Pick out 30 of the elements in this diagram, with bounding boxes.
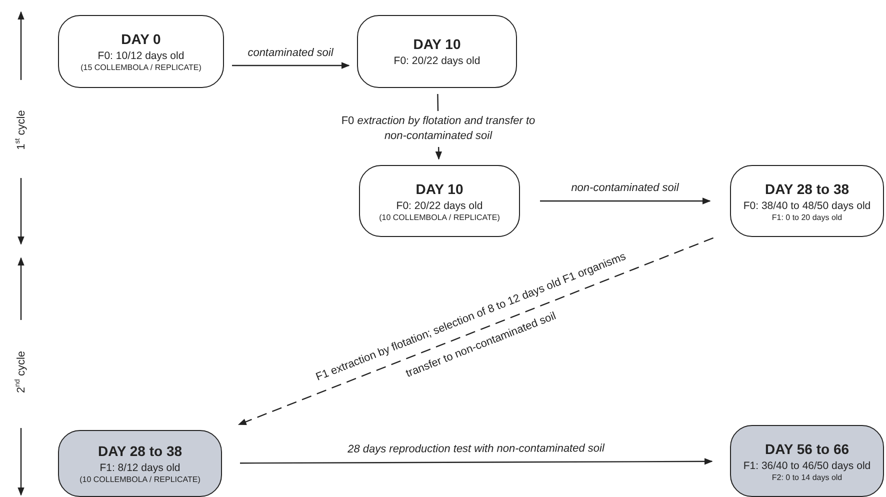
stage-box [58,430,222,497]
stage-title: DAY 56 to 66 [764,440,850,456]
stage-box [58,15,224,88]
stage-title: DAY 28 to 38 [764,180,850,196]
stage-box [359,165,520,237]
edge-label: non-contaminated soil [571,182,679,194]
count-text: (10 COLLEMBOLA / REPLICATE) [80,475,200,484]
count-text: F1: 0 to 20 days old [772,212,842,222]
edge-label: 28 days reproduction test with non-contaminated soil [348,442,604,456]
age-text: F1: 36/40 to 46/50 days old [743,460,871,472]
count-text: (15 COLLEMBOLA / REPLICATE) [80,63,202,72]
arrow [240,458,713,465]
stage-box [730,165,884,237]
stage-title: DAY 10 [413,36,461,52]
count-text: F2: 0 to 14 days old [772,472,842,482]
stage-title: DAY 10 [416,180,464,196]
stage-title: DAY 0 [121,31,161,47]
age-text: F1: 8/12 days old [100,462,180,474]
age-text: F0: 20/22 days old [396,200,483,212]
stage-box [730,425,884,497]
stage-box [357,15,517,88]
age-text: F0: 38/40 to 48/50 days old [743,200,871,212]
count-text: (10 COLLEMBOLA / REPLICATE) [379,212,500,222]
arrow [232,62,350,69]
edge-label: contaminated soil [248,46,334,58]
age-text: F0: 10/12 days old [98,50,184,62]
arrow [540,198,711,204]
dashed-arrow [238,237,714,426]
stage-title: DAY 28 to 38 [98,443,182,459]
age-text: F0: 20/22 days old [394,54,480,66]
